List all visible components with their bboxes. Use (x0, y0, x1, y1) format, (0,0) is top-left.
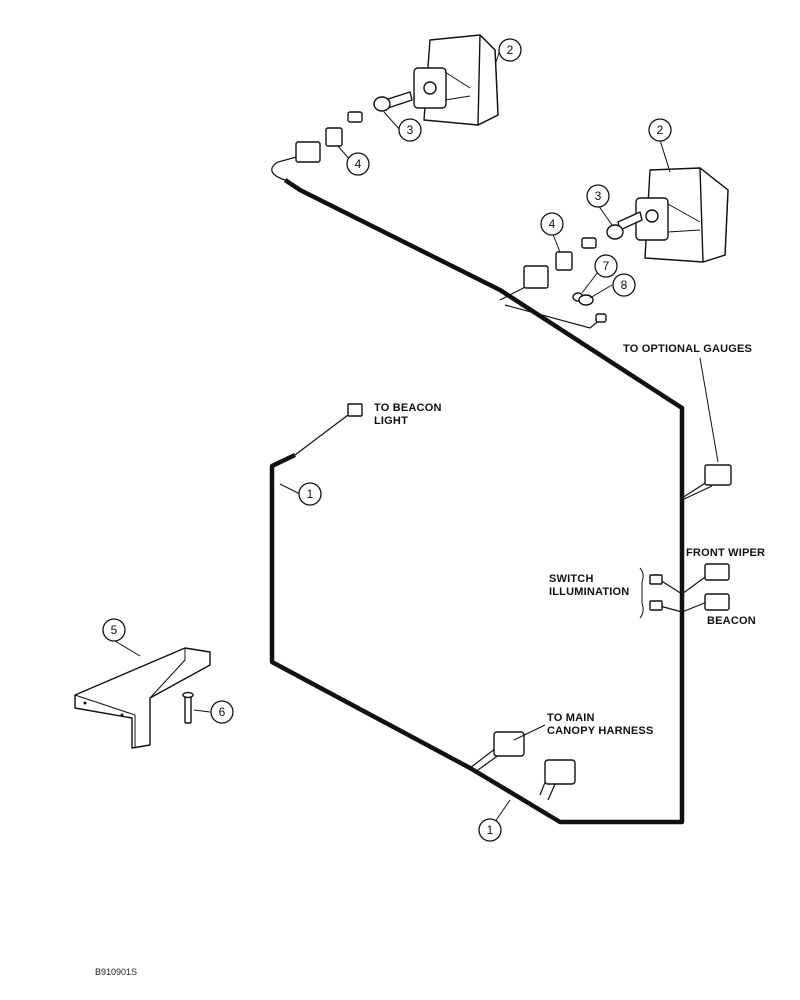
label-switch-illumination-line2: ILLUMINATION (549, 586, 629, 598)
label-to-optional-gauges: TO OPTIONAL GAUGES (623, 343, 752, 355)
mounting-bracket (74, 647, 211, 749)
callout-bubble-3-lower: 3 (586, 184, 610, 208)
callout-number: 7 (603, 259, 610, 273)
callout-bubble-1-lower: 1 (478, 818, 502, 842)
callout-bubble-4-upper: 4 (346, 152, 370, 176)
callout-number: 8 (621, 278, 628, 292)
callout-bubble-2-upper: 2 (498, 38, 522, 62)
callout-bubble-1-upper: 1 (298, 482, 322, 506)
callout-number: 1 (487, 823, 494, 837)
label-to-main-canopy-line2: CANOPY HARNESS (547, 725, 654, 737)
hardware-parts (295, 96, 732, 785)
callout-number: 6 (219, 705, 226, 719)
figure-id: B910901S (95, 967, 137, 977)
callout-bubble-2-lower: 2 (648, 118, 672, 142)
switch-illumination-brace (639, 567, 644, 619)
callout-number: 5 (111, 623, 118, 637)
main-harness (269, 178, 685, 825)
callout-bubble-6: 6 (210, 700, 234, 724)
callout-bubble-5: 5 (102, 618, 126, 642)
leader-lines (109, 49, 719, 830)
label-to-main-canopy-line1: TO MAIN (547, 712, 595, 724)
callout-number: 3 (595, 189, 602, 203)
callout-number: 4 (355, 157, 362, 171)
callout-bubble-7: 7 (594, 254, 618, 278)
callout-bubble-8: 8 (612, 273, 636, 297)
label-front-wiper: FRONT WIPER (686, 547, 765, 559)
callout-number: 4 (549, 217, 556, 231)
callout-number: 2 (507, 43, 514, 57)
mounting-screw (182, 691, 194, 724)
callout-bubble-3-upper: 3 (398, 118, 422, 142)
label-to-beacon-light-line2: LIGHT (374, 415, 408, 427)
callout-number: 3 (407, 123, 414, 137)
callout-number: 2 (657, 123, 664, 137)
callout-number: 1 (307, 487, 314, 501)
callout-bubble-4-lower: 4 (540, 212, 564, 236)
work-lamp-upper (384, 34, 499, 126)
label-switch-illumination-line1: SWITCH (549, 573, 594, 585)
work-lamp-lower (617, 167, 729, 263)
label-to-beacon-light-line1: TO BEACON (374, 402, 442, 414)
label-beacon: BEACON (707, 615, 756, 627)
